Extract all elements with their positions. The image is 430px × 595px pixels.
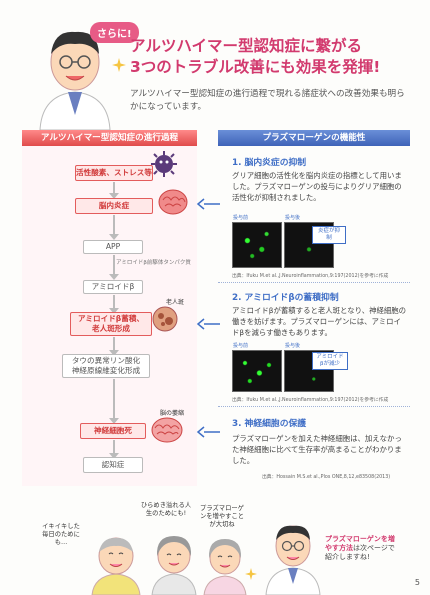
sparkle-icon [112, 58, 126, 72]
flow-arrow [109, 255, 119, 280]
intro-text: アルツハイマー型認知症の進行過程で現れる諸症状への改善効果も明らかになっています… [130, 89, 405, 112]
flow-arrow [109, 440, 119, 459]
section-3-title: 3. 神経細胞の保護 [232, 419, 307, 429]
section-2-title: 2. アミロイドβの蓄積抑制 [232, 293, 339, 303]
doctor-pointing-illustration [265, 525, 321, 595]
elderly-woman-2-illustration [203, 539, 247, 595]
flow-arrow [109, 182, 119, 199]
section-2-text: アミロイドβが蓄積すると老人斑となり、神経細胞の働きを妨げます。プラズマローゲン… [232, 306, 407, 337]
divider [218, 406, 410, 408]
amyloid-reduced-callout: アミロイドβが減少 [312, 352, 348, 370]
doctor-illustration [39, 31, 111, 130]
flow-arrow [109, 295, 119, 314]
section-3-text: プラズマローゲンを加えた神経細胞は、加えなかった神経細胞に比べて生存率が高まるこ… [232, 434, 402, 465]
link-arrow [196, 426, 220, 438]
page-number: 5 [414, 578, 420, 587]
flow-arrow [109, 215, 119, 240]
inflammation-suppressed-callout: 炎症が抑制 [312, 226, 346, 244]
step-amyloid-beta: アミロイドβ [83, 280, 143, 294]
virus-icon [151, 151, 177, 177]
speech-bubble-1: イキイキした毎日のためにも… [42, 523, 80, 546]
functionality-heading: プラズマローゲンの機能性 [218, 130, 410, 146]
section-3-citation: 出典：Hossain M.S.et al.,Plos ONE,8,12,e835… [262, 475, 391, 480]
step-tau-tangles: タウの異常リン酸化 神経原線維変化形成 [62, 354, 150, 378]
plaque-cell-icon [152, 306, 178, 332]
page-title: アルツハイマー型認知症に繋がる 3つのトラブル改善にも効果を発揮! [130, 37, 381, 76]
senile-plaque-label: 老人斑 [166, 299, 185, 306]
shrunken-brain-icon [151, 417, 183, 443]
sparkle-icon [245, 568, 257, 580]
section-1-citation: 出典：Ifuku M.et al.,J.Neuroinflammation,9:… [232, 274, 389, 279]
speech-bubble-3: プラズマローゲンを増やすことが大切ね [199, 505, 245, 528]
progression-heading: アルツハイマー型認知症の進行過程 [22, 130, 197, 146]
step-dementia: 認知症 [83, 457, 143, 473]
inflamed-brain-icon [158, 189, 188, 215]
micrograph-before-2: 投与前 [232, 343, 282, 392]
micrograph-before-1: 投与前 [232, 215, 282, 268]
app-note: アミロイドβ前駆体タンパク質 [116, 260, 191, 266]
elderly-woman-illustration [151, 536, 197, 595]
elderly-man-illustration [91, 537, 141, 595]
brain-atrophy-label: 脳の萎縮 [160, 410, 185, 417]
section-2-citation: 出典：Ifuku M.et al.,J.Neuroinflammation,9:… [232, 398, 389, 403]
speech-bubble-2: ひらめき溢れる人生のためにも! [140, 502, 192, 517]
section-1-text: グリア細胞の活性化を脳内炎症の指標として用いました。プラズマローゲンの投与により… [232, 171, 402, 202]
next-page-promo: プラズマローゲンを増やす方法は次ページで紹介しますね! [325, 535, 395, 561]
more-badge: さらに! [90, 22, 139, 43]
step-neuron-death: 神経細胞死 [80, 423, 146, 439]
link-arrow [196, 198, 220, 210]
step-senile-plaque: アミロイドβ蓄積、 老人斑形成 [70, 312, 152, 336]
flow-arrow [109, 337, 119, 356]
step-app: APP [83, 240, 143, 254]
divider [218, 282, 410, 284]
section-1-title: 1. 脳内炎症の抑制 [232, 158, 307, 168]
flow-arrow [109, 379, 119, 424]
step-oxidative-stress: 活性酸素、ストレス等 [75, 165, 153, 181]
link-arrow [196, 318, 220, 330]
step-brain-inflammation: 脳内炎症 [75, 198, 153, 214]
